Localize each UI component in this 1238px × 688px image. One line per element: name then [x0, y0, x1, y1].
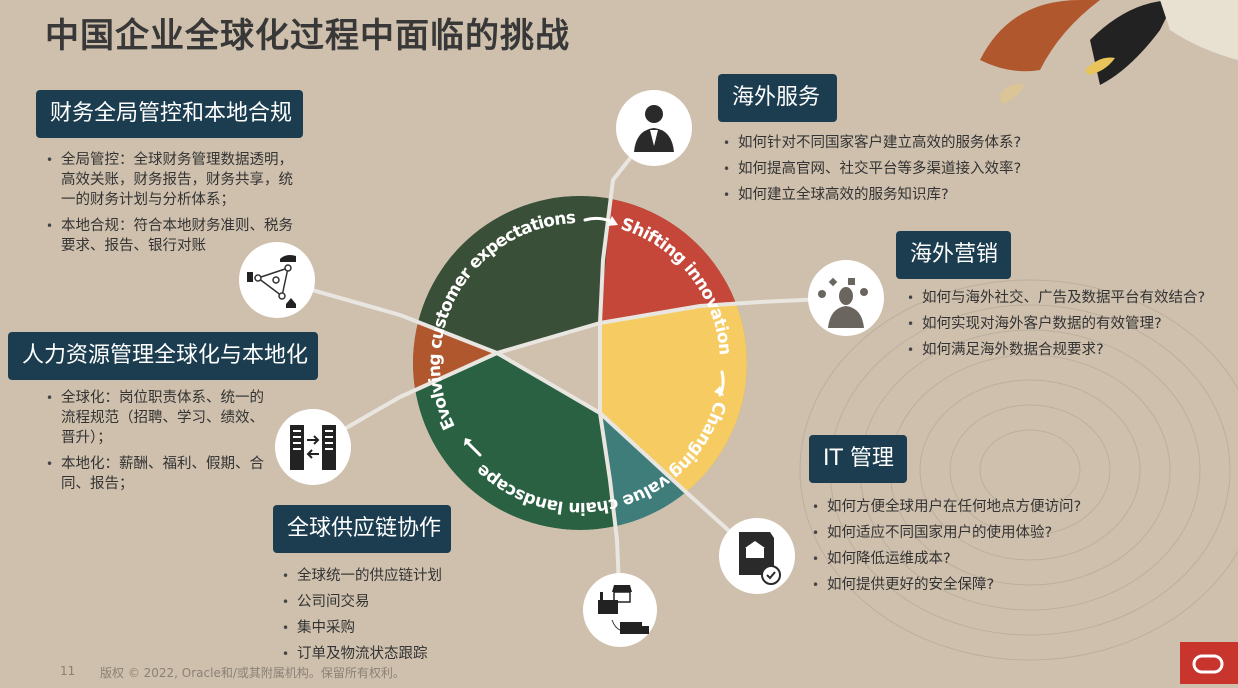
list-item: 如何与海外社交、广告及数据平台有效结合? — [907, 288, 1238, 308]
arrow-icon — [466, 441, 482, 457]
list-item: 全局管控：全球财务管理数据透明，高效关账，财务报告，财务共享，统一的财务计划与分… — [46, 150, 306, 210]
list-item: 如何针对不同国家客户建立高效的服务体系? — [723, 133, 1098, 153]
marketing-bullets: 如何与海外社交、广告及数据平台有效结合? 如何实现对海外客户数据的有效管理? 如… — [906, 288, 1238, 366]
customer-service-icon — [616, 90, 692, 166]
copyright: 版权 © 2022, Oracle和/或其附属机构。保留所有权利。 — [100, 666, 405, 680]
section-title-supply: 全球供应链协作 — [273, 505, 451, 553]
supply-chain-icon — [583, 573, 657, 647]
list-item: 集中采购 — [282, 618, 517, 638]
oracle-logo — [1180, 642, 1238, 684]
supply-bullets: 全球统一的供应链计划 公司间交易 集中采购 订单及物流状态跟踪 — [281, 566, 517, 670]
section-title-marketing: 海外营销 — [896, 231, 1011, 279]
section-title-service: 海外服务 — [718, 74, 837, 122]
list-item: 如何建立全球高效的服务知识库? — [723, 185, 1098, 205]
page-title: 中国企业全球化过程中面临的挑战 — [45, 16, 570, 56]
list-item: 如何实现对海外客户数据的有效管理? — [907, 314, 1238, 334]
list-item: 如何适应不同国家用户的使用体验? — [812, 523, 1157, 543]
buildings-exchange-icon — [275, 409, 351, 485]
section-title-finance: 财务全局管控和本地合规 — [36, 90, 303, 138]
connector-line — [598, 126, 656, 612]
connector-line — [275, 278, 759, 558]
certified-document-icon — [719, 518, 795, 594]
list-item: 如何降低运维成本? — [812, 549, 1157, 569]
feather-decoration — [980, 0, 1238, 104]
list-item: 全球化：岗位职责体系、统一的流程规范（招聘、学习、绩效、晋升）； — [46, 388, 271, 448]
marketing-person-icon — [808, 260, 884, 336]
page-number: 11 — [60, 664, 76, 678]
list-item: 如何提供更好的安全保障? — [812, 575, 1157, 595]
list-item: 如何提高官网、社交平台等多渠道接入效率? — [723, 159, 1098, 179]
list-item: 全球统一的供应链计划 — [282, 566, 517, 586]
hr-bullets: 全球化：岗位职责体系、统一的流程规范（招聘、学习、绩效、晋升）； 本地化：薪酬、… — [45, 388, 271, 500]
segment-olive — [413, 196, 620, 353]
service-bullets: 如何针对不同国家客户建立高效的服务体系? 如何提高官网、社交平台等多渠道接入效率… — [722, 133, 1098, 211]
list-item: 订单及物流状态跟踪 — [282, 644, 517, 664]
list-item: 如何方便全球用户在任何地点方便访问? — [812, 497, 1157, 517]
segment-red — [600, 196, 747, 323]
section-title-hr: 人力资源管理全球化与本地化 — [8, 332, 318, 380]
list-item: 公司间交易 — [282, 592, 517, 612]
list-item: 本地化：薪酬、福利、假期、合同、报告； — [46, 454, 271, 494]
finance-bullets: 全局管控：全球财务管理数据透明，高效关账，财务报告，财务共享，统一的财务计划与分… — [45, 150, 306, 262]
list-item: 如何满足海外数据合规要求? — [907, 340, 1238, 360]
network-icon — [239, 242, 315, 318]
section-title-it: IT 管理 — [809, 435, 907, 483]
it-bullets: 如何方便全球用户在任何地点方便访问? 如何适应不同国家用户的使用体验? 如何降低… — [811, 497, 1157, 601]
oracle-logo-icon — [1192, 654, 1224, 674]
list-item: 本地合规：符合本地财务准则、税务要求、报告、银行对账 — [46, 216, 306, 256]
segment-yellow — [600, 298, 747, 530]
